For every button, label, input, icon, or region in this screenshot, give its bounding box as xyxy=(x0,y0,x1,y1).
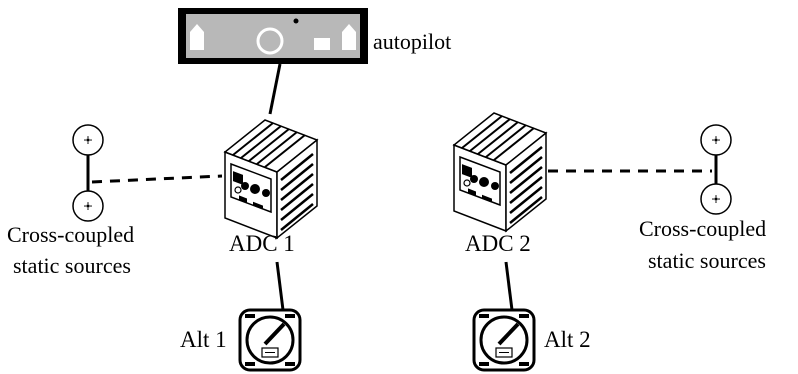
left-static-label-line2: static sources xyxy=(13,253,131,278)
right-static-label-line1: Cross-coupled xyxy=(639,216,766,241)
left-static-label-line1: Cross-coupled xyxy=(7,222,134,247)
adc2-computer-icon xyxy=(452,111,548,233)
right-static-port-top-icon xyxy=(700,124,732,156)
left-static-port-top-icon xyxy=(72,124,104,156)
autopilot-label: autopilot xyxy=(373,29,451,54)
adc2-label: ADC 2 xyxy=(465,231,531,256)
alt2-label: Alt 2 xyxy=(544,327,591,352)
alt1-altimeter-icon xyxy=(238,308,302,372)
right-static-port-bottom-icon xyxy=(700,183,732,215)
adc1-alt1-connector xyxy=(275,261,285,311)
alt1-label: Alt 1 xyxy=(180,327,227,352)
right-static-label-line2: static sources xyxy=(648,248,766,273)
left-static-dashed-line xyxy=(91,174,223,184)
left-static-port-bottom-icon xyxy=(72,190,104,222)
adc1-computer-icon xyxy=(223,118,319,240)
autopilot-panel xyxy=(178,8,368,64)
adc1-label: ADC 1 xyxy=(229,231,295,256)
alt2-altimeter-icon xyxy=(472,308,536,372)
adc2-alt2-connector xyxy=(504,261,514,311)
autopilot-adc1-connector xyxy=(268,63,282,115)
